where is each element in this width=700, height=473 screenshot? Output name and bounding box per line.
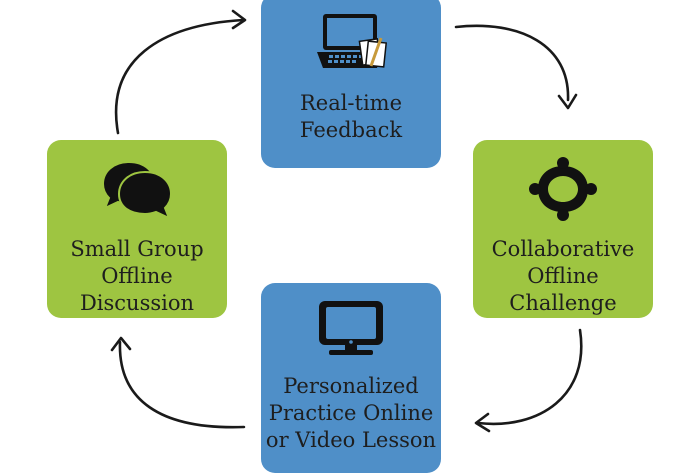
- step-label: Collaborative Offline Challenge: [491, 237, 635, 315]
- step-label: Real-time Feedback: [299, 91, 403, 142]
- step-collaborative-offline-challenge: Collaborative Offline Challenge: [473, 140, 653, 318]
- computer-monitor-icon: [315, 299, 387, 361]
- speech-bubbles-icon: [99, 158, 175, 224]
- step-label: Small Group Offline Discussion: [70, 237, 204, 315]
- step-label: Personalized Practice Online or Video Le…: [265, 374, 437, 452]
- step-real-time-feedback: Real-time Feedback: [261, 0, 441, 168]
- arrowhead-bottom-right: [474, 412, 491, 433]
- step-personalized-practice: Personalized Practice Online or Video Le…: [261, 283, 441, 473]
- arrow-top-right: [454, 24, 570, 102]
- arrowhead-top-left: [231, 9, 247, 30]
- arrow-bottom-right: [476, 328, 583, 426]
- group-collaboration-icon: [528, 156, 598, 226]
- arrowhead-top-right: [557, 93, 578, 110]
- arrow-top-left: [114, 18, 245, 135]
- step-small-group-offline-discussion: Small Group Offline Discussion: [47, 140, 227, 318]
- cycle-arrows: [110, 9, 583, 433]
- arrowhead-bottom-left: [110, 336, 132, 352]
- laptop-papers-icon: [315, 12, 388, 78]
- arrow-bottom-left: [118, 340, 246, 429]
